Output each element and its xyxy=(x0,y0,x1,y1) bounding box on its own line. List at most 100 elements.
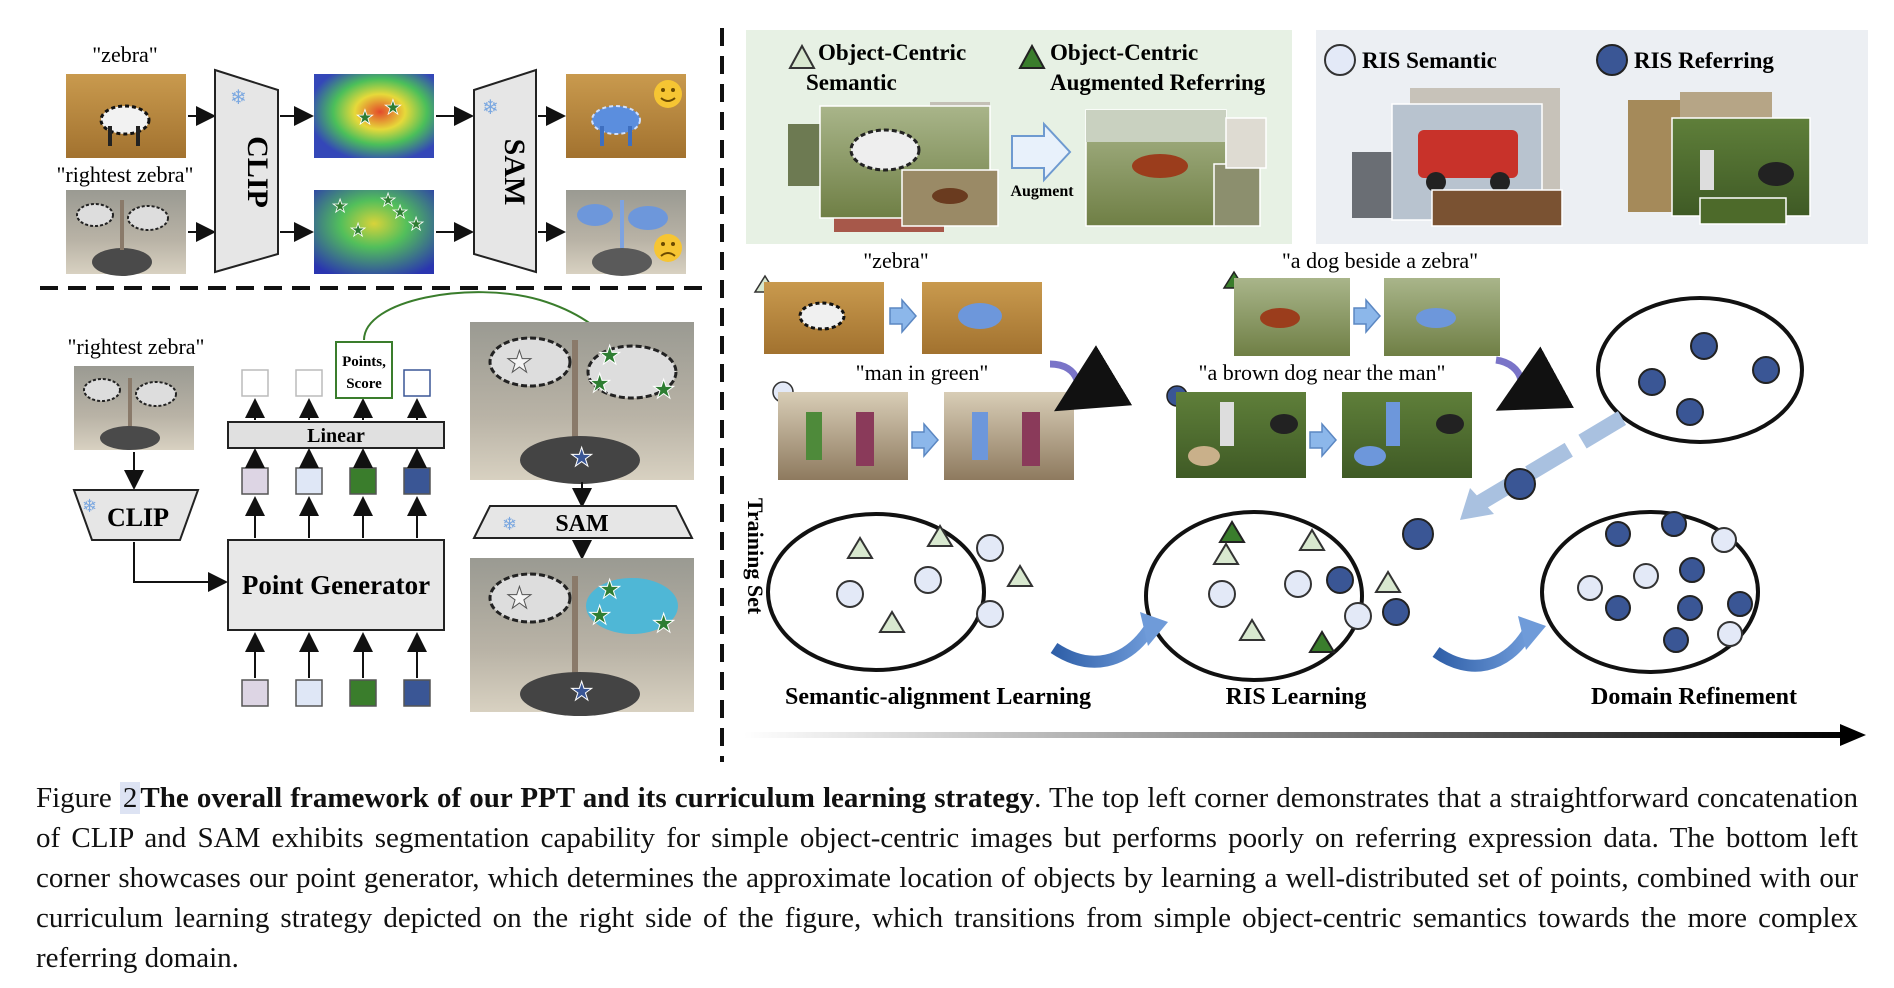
smiley-sad-icon xyxy=(654,234,682,262)
clip-label: CLIP xyxy=(241,136,274,208)
heatmap-rightest-zebra: ★ ★ ★ ★ ★ xyxy=(314,190,434,274)
circle-dark-icon xyxy=(1596,44,1628,76)
example-dog-result-photo xyxy=(1384,278,1500,356)
loop-arrow-icon xyxy=(1495,346,1574,411)
referring-samples-set xyxy=(1596,296,1804,444)
smiley-happy-icon xyxy=(654,80,682,108)
zebra-photo xyxy=(66,74,186,158)
example-zebra-photo xyxy=(764,282,884,354)
star-icon: ★ xyxy=(506,582,533,615)
augment-arrow: Augment xyxy=(1010,121,1074,200)
point-generator-box xyxy=(227,539,445,631)
augment-label: Augment xyxy=(1010,183,1074,200)
heatmap-zebra: ★ ★ xyxy=(314,74,434,158)
ris-semantic-label: RIS Semantic xyxy=(1362,48,1497,73)
ris-learning-set xyxy=(1144,510,1434,682)
figure-label: Figure xyxy=(36,782,112,814)
stage-semantic-alignment-label: Semantic-alignment Learning xyxy=(785,684,1091,710)
example-dog-photo xyxy=(1234,278,1350,356)
bl-sam-label: SAM xyxy=(555,511,608,537)
zoo-zebras-photo xyxy=(66,190,186,276)
progress-axis xyxy=(744,732,1842,738)
star-icon: ★ xyxy=(598,341,621,370)
caption-title: The overall framework of our PPT and its… xyxy=(140,782,1035,814)
example-park-photo xyxy=(1176,392,1306,478)
star-icon: ★ xyxy=(408,214,424,234)
snowflake-icon: ❄ xyxy=(230,87,247,109)
blue-arrow-icon xyxy=(911,422,939,458)
top-left-panel: "zebra" "rightest zebra" ❄ CLIP ★ ★ xyxy=(56,42,686,276)
example-man-green-label: "man in green" xyxy=(856,360,989,385)
blue-arrow-icon xyxy=(1353,298,1381,334)
points-label: Points, xyxy=(342,354,386,370)
circle-light-icon xyxy=(1324,44,1356,76)
segmented-zoo-photo xyxy=(566,190,686,276)
example-zebra-result-photo xyxy=(922,282,1042,354)
star-icon: ★ xyxy=(356,107,374,129)
example-park-result-photo xyxy=(1342,392,1472,478)
blue-arrow-icon xyxy=(889,298,917,334)
star-icon: ★ xyxy=(384,97,402,119)
output-tokens xyxy=(241,448,431,538)
stage-domain-refinement-label: Domain Refinement xyxy=(1591,684,1797,710)
star-icon: ★ xyxy=(588,601,611,630)
sam-decoder-trapezoid xyxy=(473,68,537,274)
sam-label: SAM xyxy=(498,139,531,206)
bl-zoo-photo xyxy=(74,366,194,450)
oc-semantic-label-1: Object-Centric xyxy=(818,40,966,65)
segmented-result-photo: ★ ★ ★ ★ ★ xyxy=(470,558,694,716)
stage-arrow-2 xyxy=(1432,628,1534,672)
ris-semantic-photo-stack xyxy=(1352,88,1563,227)
linear-box xyxy=(227,421,445,449)
bl-clip-label: CLIP xyxy=(107,503,169,532)
bottom-left-panel: "rightest zebra" ❄ CLIP Point Generator xyxy=(67,291,694,716)
snowflake-icon: ❄ xyxy=(482,97,499,119)
star-icon: ★ xyxy=(380,190,396,210)
dashed-transfer-arrow xyxy=(1460,411,1627,520)
training-set-label: Training Set xyxy=(743,498,768,615)
stage-arrow-1 xyxy=(1050,624,1155,668)
star-icon: ★ xyxy=(350,220,366,240)
star-icon: ★ xyxy=(570,443,593,472)
blue-arrow-icon xyxy=(1309,422,1337,458)
star-icon: ★ xyxy=(392,202,408,222)
star-icon: ★ xyxy=(652,375,675,404)
example-room-photo xyxy=(778,392,908,480)
clip-encoder-trapezoid xyxy=(214,68,279,274)
star-icon: ★ xyxy=(652,609,675,638)
axis-arrowhead xyxy=(1840,724,1866,746)
example-dog-zebra-label: "a dog beside a zebra" xyxy=(1282,248,1478,273)
bl-sam-trapezoid xyxy=(472,505,694,539)
star-icon: ★ xyxy=(570,677,593,706)
figure-number: 2 xyxy=(119,782,141,814)
star-icon: ★ xyxy=(588,369,611,398)
query-rightest-zebra-label: "rightest zebra" xyxy=(56,162,193,187)
caption-body: . The top left corner demonstrates that … xyxy=(36,782,1858,974)
star-icon: ★ xyxy=(332,196,348,216)
oc-semantic-photo-stack xyxy=(788,102,999,232)
points-on-image-photo: ★ ★ ★ ★ ★ xyxy=(470,322,694,484)
linear-outputs xyxy=(241,369,431,420)
domain-refinement-set xyxy=(1540,510,1760,674)
ris-referring-photo-stack xyxy=(1628,92,1811,225)
snowflake-icon: ❄ xyxy=(82,496,97,516)
point-generator-label: Point Generator xyxy=(242,570,430,600)
stage-ris-learning-label: RIS Learning xyxy=(1226,684,1367,710)
loop-arrow-icon xyxy=(1049,345,1133,412)
query-zebra-label: "zebra" xyxy=(92,42,158,67)
example-zebra-label: "zebra" xyxy=(863,248,929,273)
star-icon: ★ xyxy=(598,575,621,604)
augmented-referring-photo xyxy=(1085,109,1267,227)
linear-label: Linear xyxy=(307,425,365,447)
query-tokens-bottom xyxy=(241,632,431,707)
oc-aug-label-2: Augmented Referring xyxy=(1050,70,1266,95)
bl-query-label: "rightest zebra" xyxy=(67,334,204,359)
semantic-alignment-set xyxy=(766,512,1034,672)
triangle-light-icon xyxy=(788,43,816,69)
snowflake-icon: ❄ xyxy=(502,514,517,534)
bl-clip-trapezoid xyxy=(72,489,200,541)
oc-aug-label-1: Object-Centric xyxy=(1050,40,1198,65)
ris-referring-label: RIS Referring xyxy=(1634,48,1774,73)
oc-semantic-label-2: Semantic xyxy=(806,70,897,95)
